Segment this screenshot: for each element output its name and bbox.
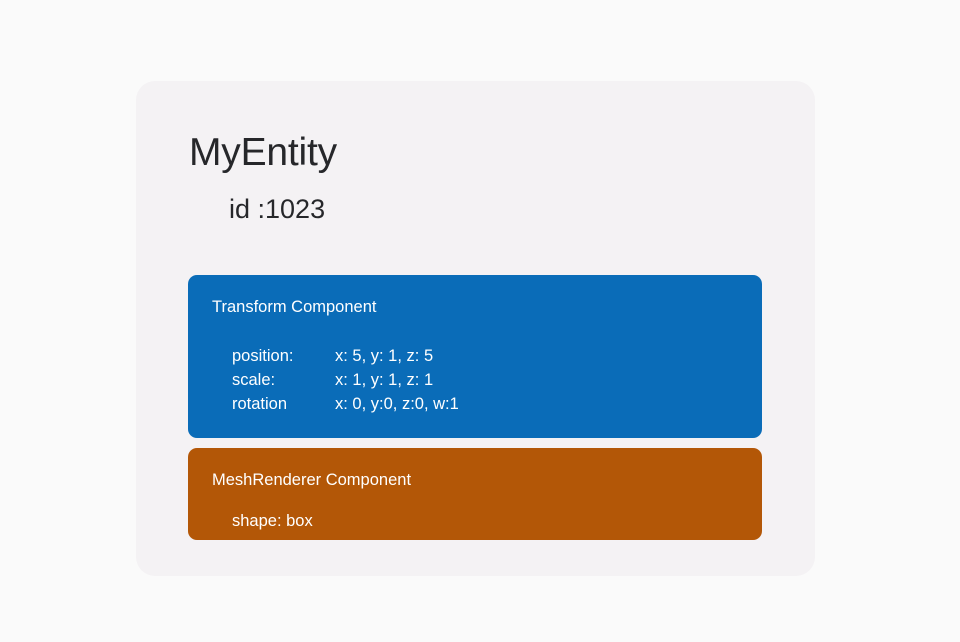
- entity-card: MyEntity id :1023 Transform Component po…: [136, 81, 815, 576]
- property-row: scale: x: 1, y: 1, z: 1: [232, 368, 459, 392]
- property-key: scale:: [232, 371, 276, 389]
- property-row: rotation x: 0, y:0, z:0, w:1: [232, 392, 459, 416]
- entity-id-label: id :1023: [229, 194, 326, 224]
- property-key: position:: [232, 347, 294, 365]
- component-header-transform: Transform Component: [212, 298, 377, 316]
- property-list-meshrenderer: shape: box: [232, 509, 313, 533]
- entity-title: MyEntity: [189, 131, 337, 174]
- property-row: position: x: 5, y: 1, z: 5: [232, 344, 459, 368]
- component-panel-transform: Transform Component position: x: 5, y: 1…: [188, 275, 762, 438]
- property-value: x: 1, y: 1, z: 1: [335, 371, 434, 389]
- component-header-meshrenderer: MeshRenderer Component: [212, 471, 412, 489]
- property-value: x: 5, y: 1, z: 5: [335, 347, 434, 365]
- property-row: shape: box: [232, 512, 313, 530]
- component-panel-meshrenderer: MeshRenderer Component shape: box: [188, 448, 762, 540]
- property-key: rotation: [232, 395, 288, 413]
- property-value: x: 0, y:0, z:0, w:1: [335, 395, 459, 413]
- property-list-transform: position: x: 5, y: 1, z: 5 scale: x: 1, …: [232, 344, 459, 416]
